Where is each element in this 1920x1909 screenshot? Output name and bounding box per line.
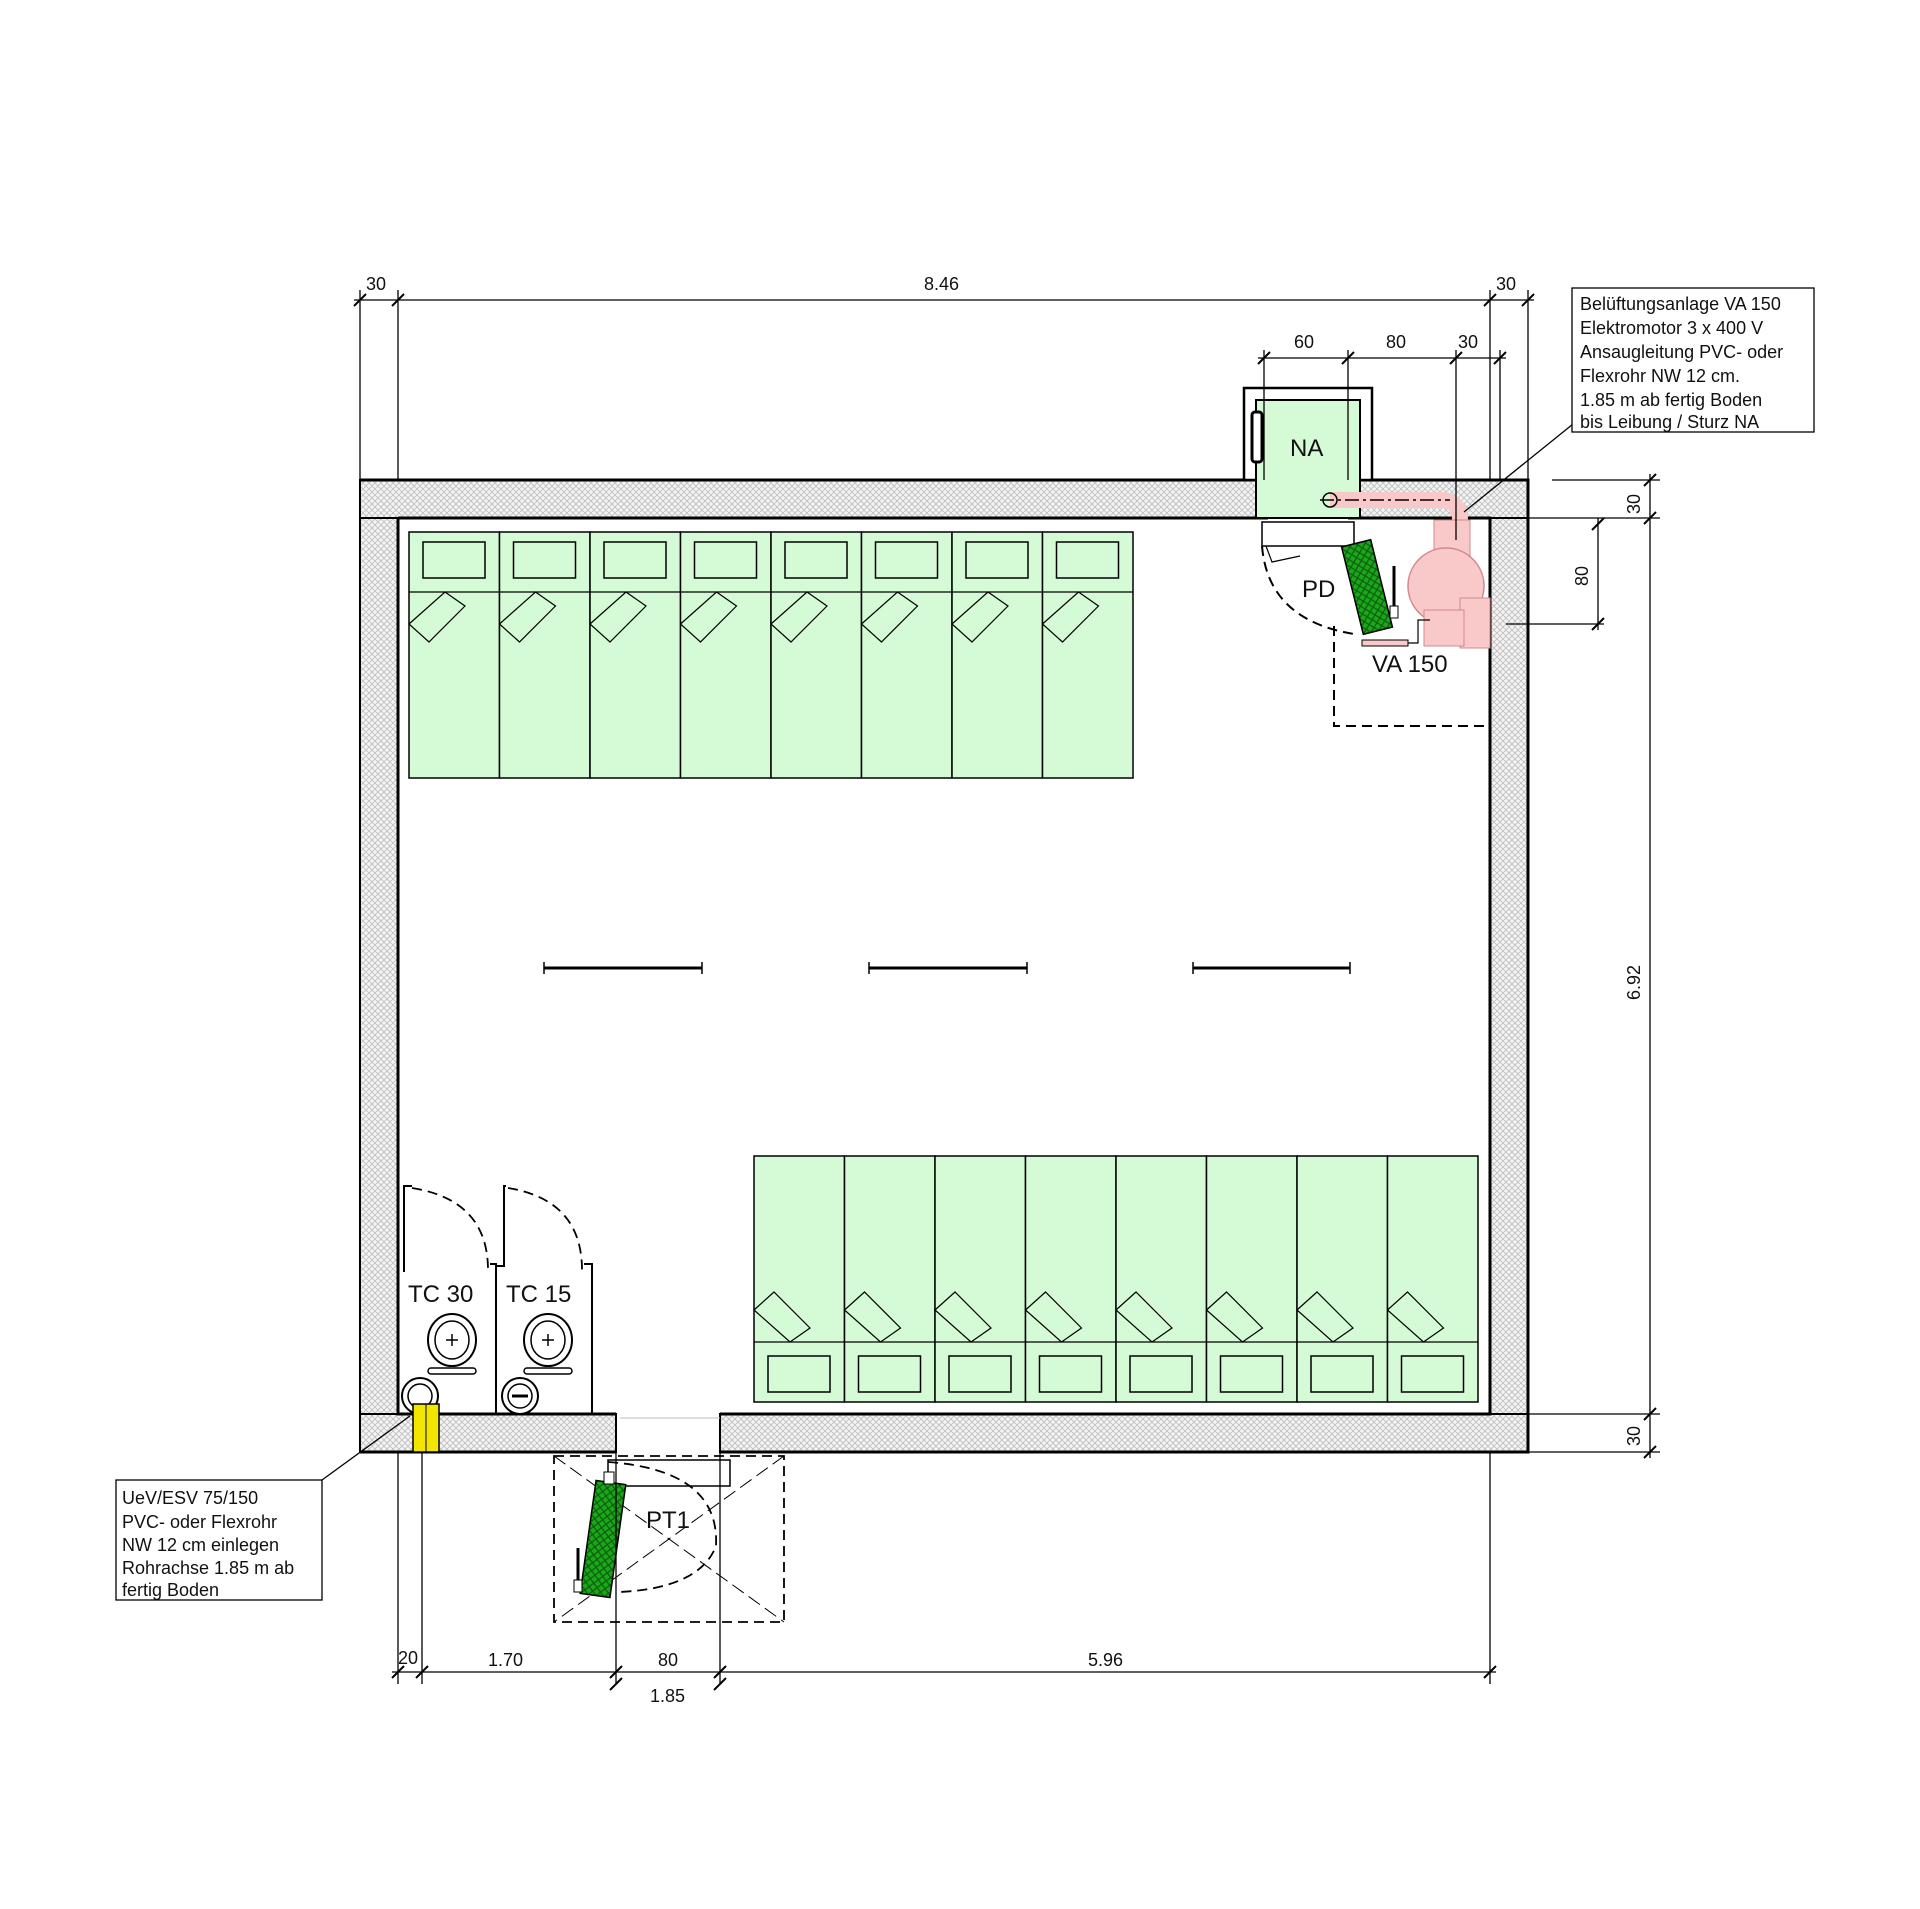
bed-bottom — [753, 1155, 846, 1403]
bed-bottom — [1386, 1155, 1479, 1403]
dim-top-total: 8.46 — [924, 274, 959, 294]
overpressure-note-line: UeV/ESV 75/150 — [122, 1488, 258, 1508]
dim-right-vent: 80 — [1572, 566, 1592, 586]
bed-top — [951, 531, 1044, 779]
ventilation-note-line: Ansaugleitung PVC- oder — [1580, 342, 1783, 362]
dim-na-gap: 80 — [1386, 332, 1406, 352]
dim-na-width: 60 — [1294, 332, 1314, 352]
dim-right-wall-bottom: 30 — [1624, 1426, 1644, 1446]
tc15-label: TC 15 — [506, 1281, 571, 1308]
dim-bottom-door-axis: 1.85 — [650, 1686, 685, 1706]
bed-bottom — [934, 1155, 1027, 1403]
bed-top — [770, 531, 863, 779]
bed-bottom — [1205, 1155, 1298, 1403]
overpressure-note: UeV/ESV 75/150 PVC- oder Flexrohr NW 12 … — [115, 1479, 323, 1601]
ventilation-note-line: Belüftungsanlage VA 150 — [1580, 294, 1781, 314]
walls — [359, 478, 1530, 1454]
bed-top — [679, 531, 772, 779]
dim-bottom-left: 1.70 — [488, 1650, 523, 1670]
ventilation-note-line: 1.85 m ab fertig Boden — [1580, 390, 1762, 410]
dim-right-wall-top: 30 — [1624, 494, 1644, 514]
bed-top — [498, 531, 591, 779]
top-bed-row — [408, 531, 1134, 779]
dim-right-total: 6.92 — [1624, 965, 1644, 1000]
bed-top — [589, 531, 682, 779]
overpressure-note-line: PVC- oder Flexrohr — [122, 1512, 277, 1532]
pressure-door-pd: PD — [1261, 521, 1399, 636]
pt1-label: PT1 — [646, 1507, 690, 1534]
filter-pt1 — [579, 1479, 627, 1599]
filter-pd — [1340, 538, 1394, 636]
overpressure-note-line: NW 12 cm einlegen — [122, 1535, 279, 1555]
wall-top-left — [359, 479, 1269, 519]
wall-bottom-left — [359, 1413, 617, 1453]
bed-bottom — [1115, 1155, 1208, 1403]
bed-bottom — [843, 1155, 936, 1403]
bed-bottom — [1024, 1155, 1117, 1403]
pressure-door-pt1: PT1 — [553, 1417, 785, 1623]
ventilation-unit: VA 150 — [1320, 492, 1491, 727]
wall-left — [359, 479, 399, 1453]
dim-bottom-pipe: 20 — [398, 1648, 418, 1668]
pd-label: PD — [1302, 576, 1335, 603]
bed-top — [860, 531, 953, 779]
ventilation-note-line: Flexrohr NW 12 cm. — [1580, 366, 1740, 386]
bottom-bed-row — [753, 1155, 1479, 1403]
toilet-cabins: TC 30 TC 15 — [401, 1185, 593, 1453]
center-marks — [543, 962, 1351, 974]
va-label: VA 150 — [1372, 651, 1448, 678]
dim-na-right: 30 — [1458, 332, 1478, 352]
wall-right — [1489, 479, 1529, 1453]
ventilation-note-line: bis Leibung / Sturz NA — [1580, 412, 1759, 432]
dimension-labels: 30 8.46 30 60 80 30 30 80 6.92 30 20 1.7… — [366, 274, 1644, 1706]
tc30-label: TC 30 — [408, 1281, 473, 1308]
dim-bottom-right: 5.96 — [1088, 1650, 1123, 1670]
bed-top — [1041, 531, 1134, 779]
na-label: NA — [1290, 435, 1323, 462]
wall-bottom-right — [719, 1413, 1529, 1453]
dim-bottom-door: 80 — [658, 1650, 678, 1670]
overpressure-note-line: fertig Boden — [122, 1580, 219, 1600]
ventilation-note-line: Elektromotor 3 x 400 V — [1580, 318, 1763, 338]
dimension-lines — [321, 290, 1660, 1691]
overpressure-note-line: Rohrachse 1.85 m ab — [122, 1558, 294, 1578]
dim-top-right-wall: 30 — [1496, 274, 1516, 294]
ventilation-note: Belüftungsanlage VA 150 Elektromotor 3 x… — [1571, 287, 1815, 433]
bed-top — [408, 531, 501, 779]
dim-top-left-wall: 30 — [366, 274, 386, 294]
bed-bottom — [1296, 1155, 1389, 1403]
